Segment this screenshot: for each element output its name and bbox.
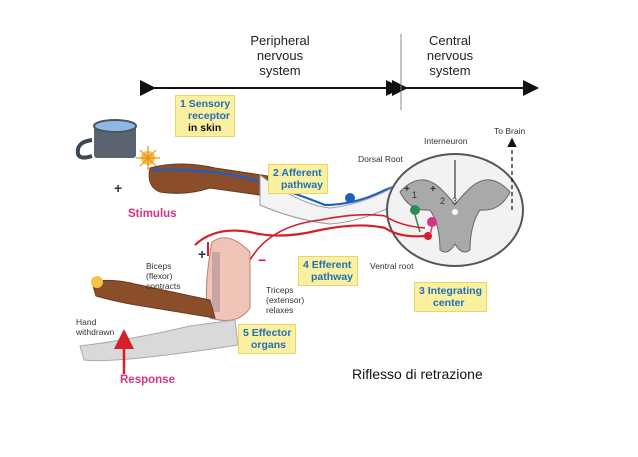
biceps-line-2: (flexor) bbox=[146, 270, 173, 281]
neuron-number-1: 1 bbox=[412, 190, 418, 200]
response-arm bbox=[79, 237, 251, 374]
dorsal-root-label: Dorsal Root bbox=[358, 154, 403, 164]
header-arrows bbox=[140, 34, 539, 110]
nervous-word: nervous bbox=[426, 47, 474, 63]
spinal-cord-section bbox=[386, 153, 524, 267]
system-word: system bbox=[429, 62, 471, 78]
dorsal-root-ganglion bbox=[345, 193, 355, 203]
step-1-sensory-receptor: 1 Sensory receptor in skin bbox=[175, 95, 236, 137]
step-3-line-1: 3 Integrating bbox=[419, 285, 483, 297]
step-5-line-2: organs bbox=[251, 339, 287, 351]
step-2-afferent-pathway: 2 Afferent pathway bbox=[268, 164, 329, 194]
efferent-pathway-line-2 bbox=[249, 213, 426, 261]
triceps-line-3: relaxes bbox=[266, 304, 294, 315]
hand-withdrawn-label: Hand withdrawn bbox=[76, 317, 115, 338]
central-header: Central nervous system bbox=[410, 33, 490, 79]
step-4-line-2: pathway bbox=[311, 271, 354, 283]
step-4-efferent-pathway: 4 Efferent pathway bbox=[298, 256, 359, 286]
nervous-word: nervous bbox=[256, 47, 304, 63]
hand-withdrawn-line-2: withdrawn bbox=[76, 326, 115, 337]
neuron-number-3: 3 bbox=[452, 196, 458, 206]
to-brain-label: To Brain bbox=[494, 126, 526, 136]
step-1-line-2: receptor bbox=[188, 110, 231, 122]
triceps-line-2: (extensor) bbox=[266, 294, 305, 305]
step-2-line-1: 2 Afferent bbox=[273, 167, 322, 179]
plus-sign-cord-2: + bbox=[430, 184, 436, 195]
plus-sign-cord-1: + bbox=[404, 184, 410, 195]
step-4-line-1: 4 Efferent bbox=[303, 259, 352, 271]
efferent-pathway-line bbox=[194, 224, 426, 246]
step-3-integrating-center: 3 Integrating center bbox=[414, 282, 488, 312]
plus-sign-biceps: + bbox=[198, 246, 207, 262]
stimulus-label: Stimulus bbox=[128, 208, 177, 220]
hand-withdrawn-line-1: Hand bbox=[76, 317, 97, 327]
system-word: system bbox=[259, 62, 301, 78]
plus-sign-stimulus: + bbox=[114, 180, 123, 196]
stimulus-arm bbox=[148, 163, 269, 197]
biceps-line-1: Biceps bbox=[146, 261, 172, 271]
step-1-line-1: 1 Sensory bbox=[180, 98, 231, 110]
step-2-line-2: pathway bbox=[281, 179, 324, 191]
step-5-line-1: 5 Effector bbox=[243, 327, 292, 339]
response-label: Response bbox=[120, 374, 175, 386]
step-5-effector-organs: 5 Effector organs bbox=[238, 324, 297, 354]
triceps-label: Triceps (extensor) relaxes bbox=[266, 285, 305, 315]
biceps-label: Biceps (flexor) contracts bbox=[146, 261, 181, 291]
interneuron-cells bbox=[410, 205, 437, 240]
step-3-line-2: center bbox=[433, 297, 465, 309]
ventral-root-label: Ventral root bbox=[370, 261, 414, 271]
interneuron-label: Interneuron bbox=[424, 136, 468, 146]
central-word: Central bbox=[429, 33, 471, 48]
minus-sign-triceps: − bbox=[258, 252, 267, 268]
neuron-number-2: 2 bbox=[440, 196, 446, 206]
hot-pot-icon bbox=[75, 119, 160, 170]
peripheral-word: Peripheral bbox=[250, 33, 310, 48]
triceps-line-1: Triceps bbox=[266, 285, 294, 295]
biceps-line-3: contracts bbox=[146, 280, 181, 291]
figure-caption: Riflesso di retrazione bbox=[352, 366, 483, 382]
peripheral-header: Peripheral nervous system bbox=[234, 33, 326, 79]
step-1-line-3: in skin bbox=[188, 122, 222, 134]
